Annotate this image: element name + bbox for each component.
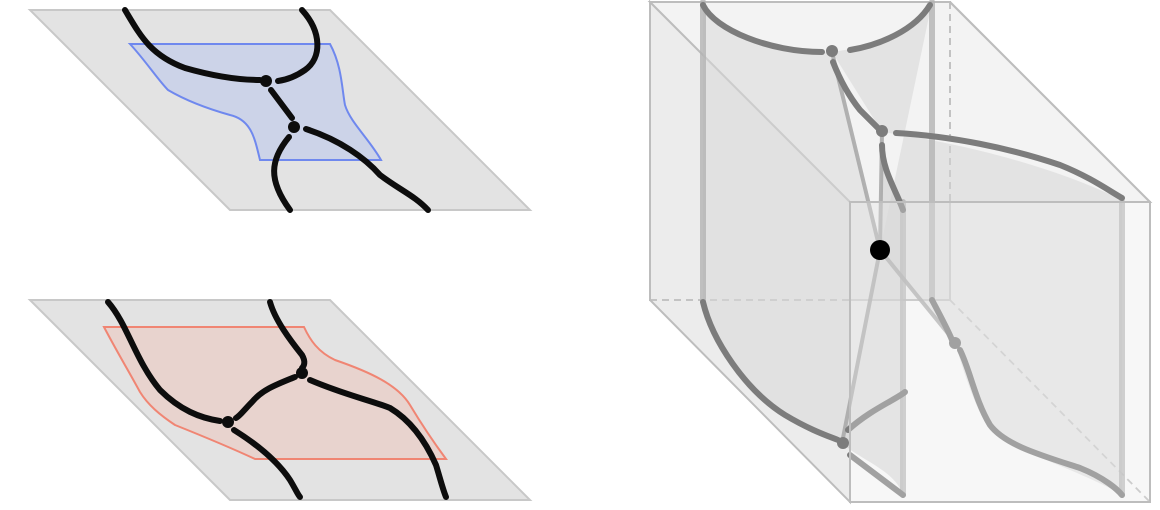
cube-curve-upper-slant	[929, 297, 955, 343]
cube-curve-lower-left	[700, 299, 841, 443]
upper-plane-panel	[27, 7, 533, 213]
cube-curve-top-left	[700, 2, 825, 55]
upper-vertex-a	[260, 75, 272, 87]
lower-vertex-b	[222, 416, 234, 428]
cube-vertex-top	[826, 45, 838, 57]
lower-plane-panel	[27, 299, 533, 501]
cube-vertex-right	[949, 337, 961, 349]
cube-curve-top-right	[847, 2, 933, 53]
cube-sheets	[703, 2, 1122, 495]
cube-vertex-bottom	[837, 437, 849, 449]
lower-curve-left-bottom	[231, 427, 303, 500]
cube-curves	[700, 2, 1125, 498]
lower-curve-left-top	[105, 299, 223, 424]
lower-curves	[105, 299, 449, 500]
lower-vertex-a	[296, 367, 308, 379]
sheet-right	[832, 2, 1122, 495]
cube-front-face	[849, 201, 1151, 503]
upper-curve-left-top	[122, 7, 263, 83]
cube-curve-upper-mid	[830, 59, 881, 131]
upper-curve-middle	[268, 87, 295, 121]
upper-curve-right-top	[275, 7, 321, 84]
red-region	[102, 326, 448, 460]
sheet-left	[703, 2, 880, 443]
cube-sheet-verticals	[700, 0, 1125, 498]
cube-edge-top-right	[949, 1, 1151, 203]
upper-vertex-b	[288, 121, 300, 133]
cube-panel	[647, 0, 1153, 505]
cube-curve-right-long	[893, 130, 1125, 201]
cube-center-point	[870, 240, 890, 260]
cube-curve-bottom-short	[847, 452, 906, 498]
cube-gray-vertices	[826, 45, 961, 449]
upper-curves	[122, 7, 431, 213]
lower-curve-middle	[233, 374, 298, 421]
cube-curve-center-down	[879, 142, 906, 213]
lower-curve-right-top	[267, 299, 308, 371]
upper-curve-left-bottom	[271, 134, 293, 213]
lower-curve-right-bottom	[307, 377, 449, 500]
upper-curve-right-bottom	[303, 126, 431, 213]
cube-curve-lower-right	[957, 347, 1125, 498]
cube-curve-lower-mid	[845, 389, 908, 433]
cube-vertex-upper	[876, 125, 888, 137]
